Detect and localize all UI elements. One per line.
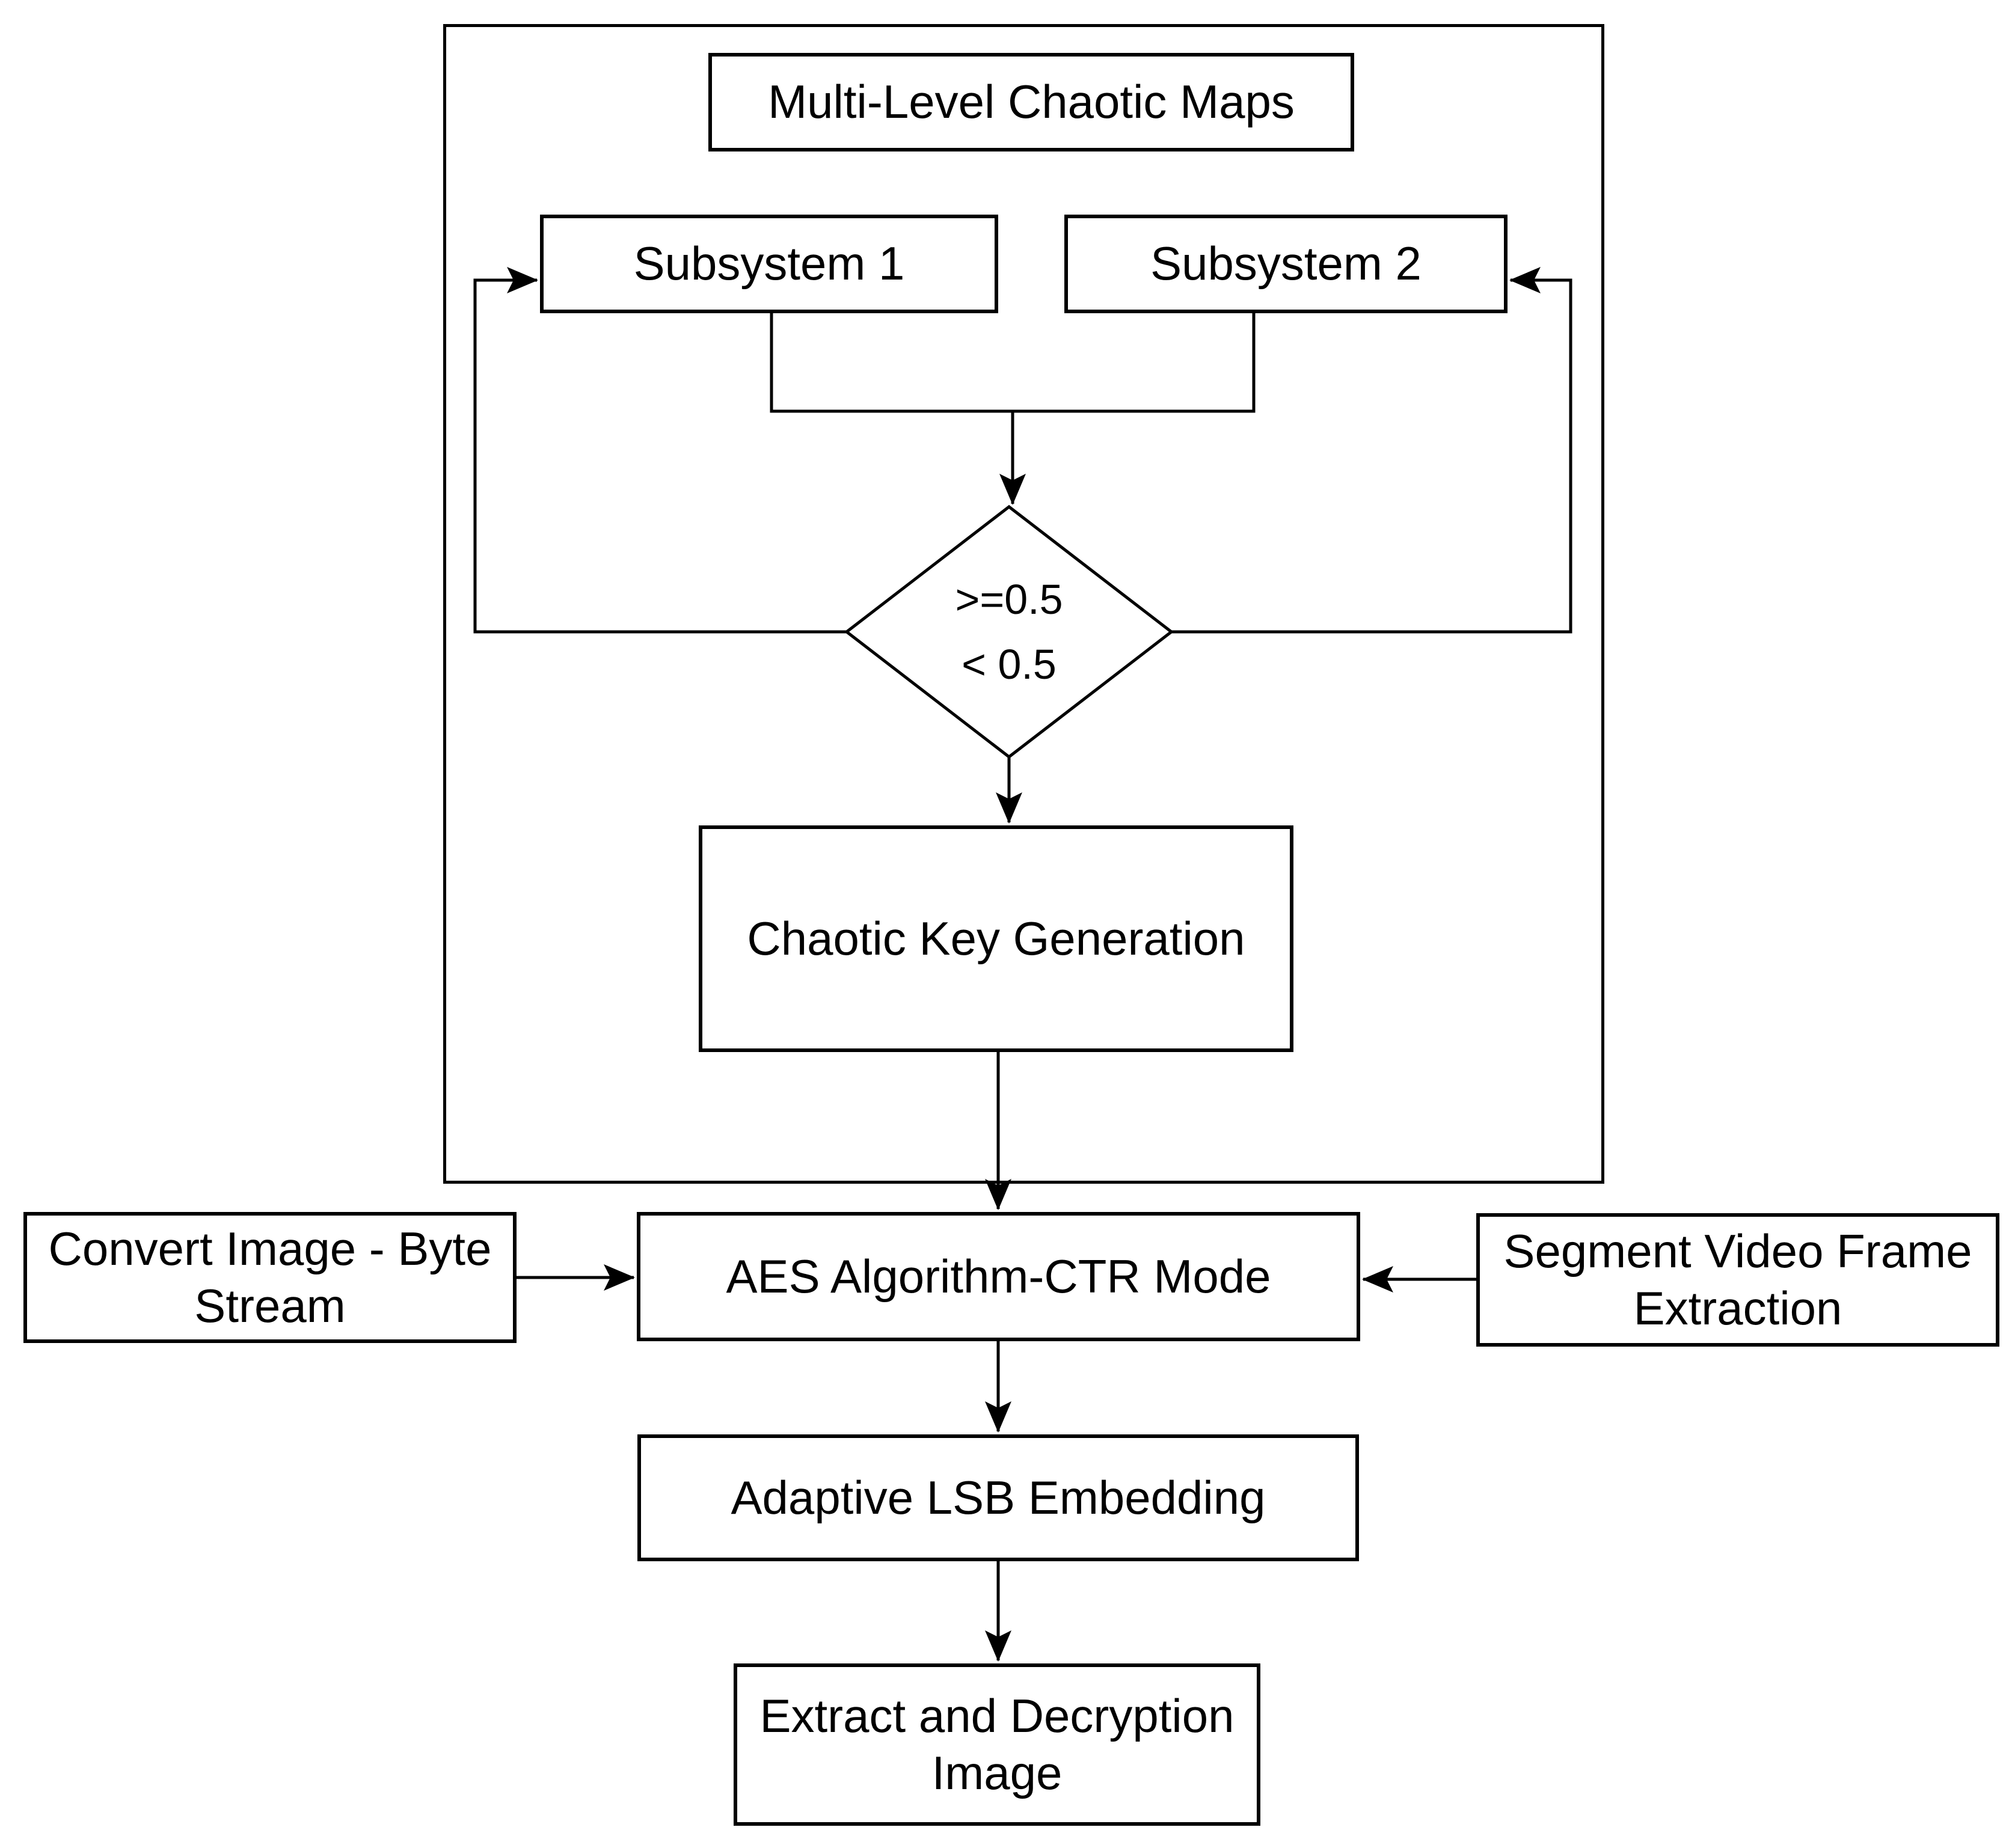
segment-video-frame-extraction-box: Segment Video Frame Extraction: [1476, 1213, 1999, 1347]
aes-algorithm-ctr-mode-label: AES Algorithm-CTR Mode: [726, 1249, 1271, 1303]
decision-condition-label: >=0.5 < 0.5: [889, 569, 1129, 695]
adaptive-lsb-embedding-box: Adaptive LSB Embedding: [637, 1434, 1359, 1561]
extract-and-decryption-image-box: Extract and Decryption Image: [734, 1663, 1260, 1826]
multi-level-chaotic-maps-box: Multi-Level Chaotic Maps: [708, 53, 1354, 151]
decision-condition-line2: < 0.5: [962, 641, 1057, 688]
arrow-loop-to-subsystem2: [1171, 267, 1572, 634]
subsystem-1-label: Subsystem 1: [633, 237, 905, 290]
convert-image-byte-stream-box: Convert Image - Byte Stream: [23, 1212, 517, 1343]
subsystem-2-label: Subsystem 2: [1150, 237, 1422, 290]
chaotic-maps-container-box: [443, 24, 1604, 1184]
adaptive-lsb-embedding-label: Adaptive LSB Embedding: [731, 1470, 1266, 1524]
extract-and-decryption-image-label: Extract and Decryption Image: [759, 1689, 1235, 1799]
multi-level-chaotic-maps-label: Multi-Level Chaotic Maps: [768, 75, 1295, 129]
chaotic-key-generation-label: Chaotic Key Generation: [747, 911, 1245, 965]
convert-image-byte-stream-label: Convert Image - Byte Stream: [48, 1222, 492, 1332]
aes-algorithm-ctr-mode-box: AES Algorithm-CTR Mode: [637, 1212, 1360, 1341]
decision-condition-line1: >=0.5: [955, 575, 1063, 623]
subsystem-2-box: Subsystem 2: [1064, 215, 1508, 313]
subsystem-1-box: Subsystem 1: [540, 215, 998, 313]
arrow-loop-to-subsystem1: [473, 267, 847, 634]
segment-video-frame-extraction-label: Segment Video Frame Extraction: [1503, 1224, 1972, 1335]
chaotic-key-generation-box: Chaotic Key Generation: [699, 825, 1293, 1052]
